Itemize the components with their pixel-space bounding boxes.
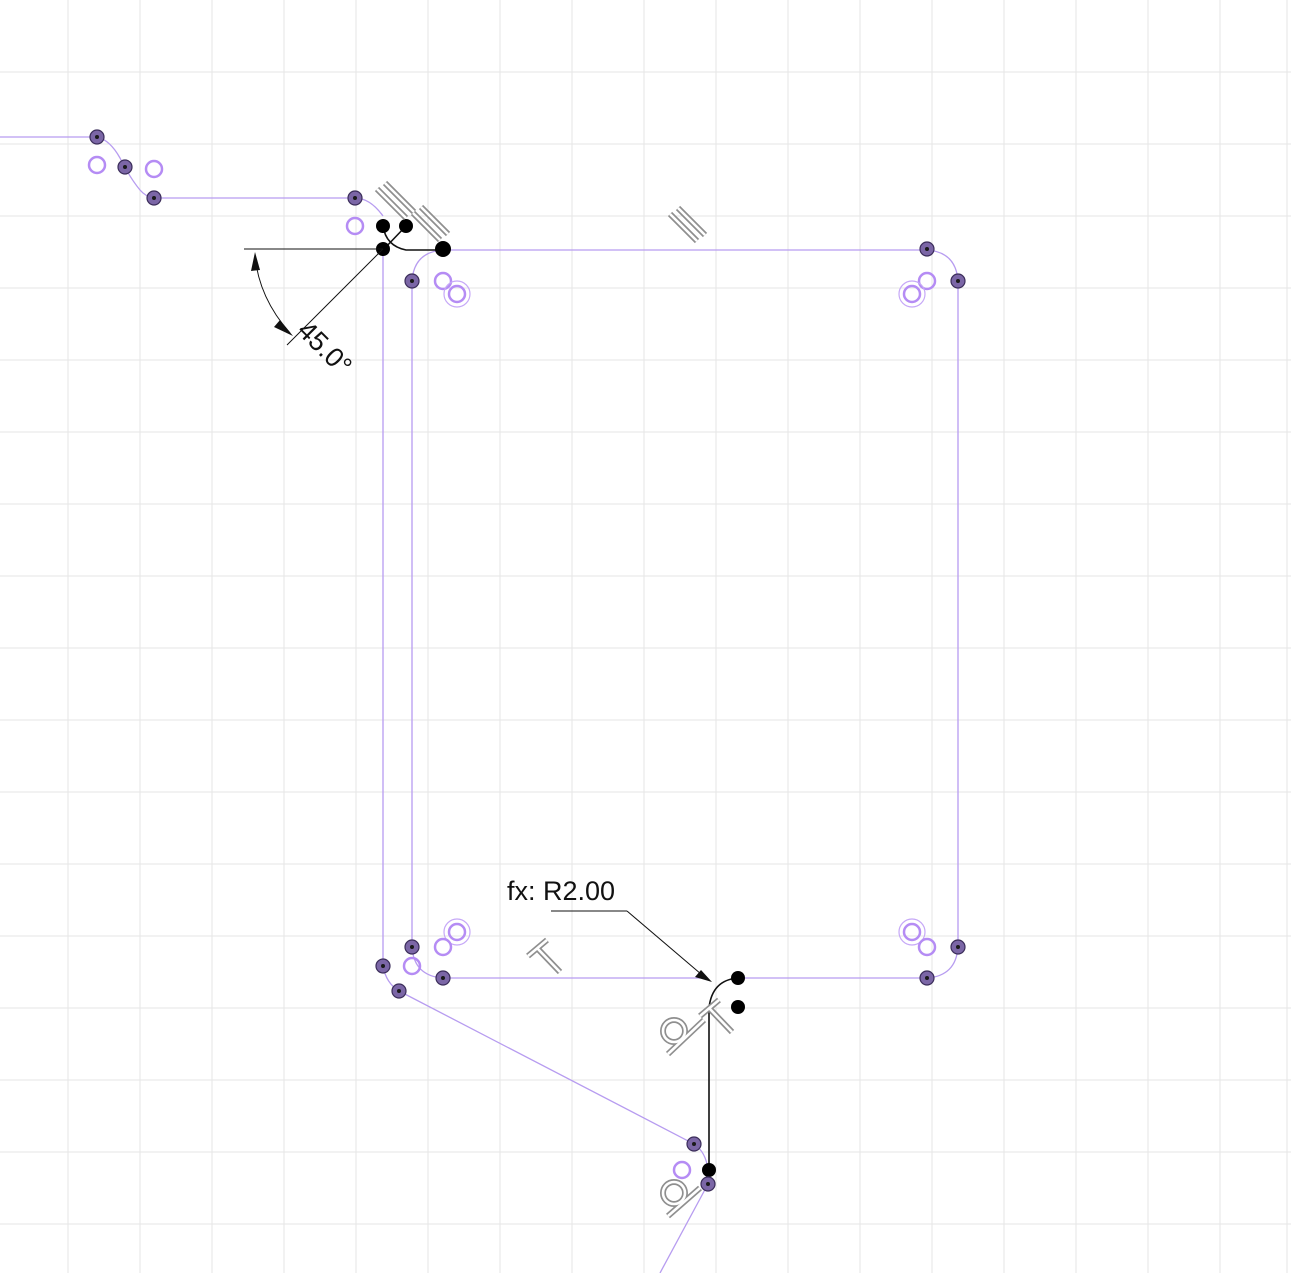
- dimension-arrow: [274, 320, 293, 336]
- dimension-arc: [254, 255, 291, 334]
- selected-point[interactable]: [702, 1163, 716, 1177]
- parallel-icon[interactable]: [410, 204, 451, 243]
- sketch-point[interactable]: [700, 1176, 716, 1192]
- dimension-extension-line: [286, 248, 384, 346]
- parallel-icon[interactable]: [374, 180, 417, 221]
- arc-center-point[interactable]: [902, 922, 922, 942]
- arc-center-point[interactable]: [402, 956, 422, 976]
- arc-center-point[interactable]: [917, 271, 937, 291]
- arc-center-point[interactable]: [902, 284, 922, 304]
- constraint-glyphs[interactable]: [374, 180, 735, 1219]
- sketch-point[interactable]: [146, 190, 162, 206]
- parallel-icon[interactable]: [667, 205, 708, 244]
- perpendicular-icon[interactable]: [698, 997, 735, 1035]
- sketch-point[interactable]: [686, 1136, 702, 1152]
- arc-center-point[interactable]: [672, 1160, 692, 1180]
- selected-point[interactable]: [435, 241, 451, 257]
- arc-center-point[interactable]: [433, 271, 453, 291]
- sketch-point[interactable]: [919, 241, 935, 257]
- sketch-line-top-left[interactable]: [0, 136, 384, 217]
- sketch-points[interactable]: [89, 129, 966, 1192]
- angle-dimension[interactable]: 45.0°: [244, 248, 384, 381]
- dimension-arrow: [251, 252, 260, 271]
- arc-center-point[interactable]: [433, 937, 453, 957]
- radius-dimension[interactable]: fx: R2.00: [507, 876, 712, 982]
- tangent-icon[interactable]: [660, 1179, 702, 1219]
- arc-center-point[interactable]: [87, 155, 107, 175]
- sketch-line-inner-left[interactable]: [411, 249, 444, 979]
- sketch-point[interactable]: [435, 970, 451, 986]
- radius-dimension-label[interactable]: fx: R2.00: [507, 876, 615, 906]
- selected-point[interactable]: [399, 219, 413, 233]
- sketch-point[interactable]: [950, 273, 966, 289]
- sketch-point[interactable]: [117, 159, 133, 175]
- arc-center-ring: [443, 918, 471, 946]
- selected-point[interactable]: [731, 1000, 745, 1014]
- selected-point[interactable]: [376, 219, 390, 233]
- arc-center-points[interactable]: [87, 155, 937, 1180]
- arc-center-ring: [443, 280, 471, 308]
- arc-center-point[interactable]: [447, 922, 467, 942]
- sketch-line-top[interactable]: [443, 249, 959, 979]
- arc-center-point[interactable]: [345, 216, 365, 236]
- sketch-point[interactable]: [919, 970, 935, 986]
- sketch-line-outer-left[interactable]: [382, 250, 400, 992]
- sketch-profile[interactable]: [0, 136, 959, 1273]
- sketch-point[interactable]: [950, 939, 966, 955]
- dimension-arrow: [695, 970, 712, 982]
- sketch-point[interactable]: [347, 190, 363, 206]
- sketch-point[interactable]: [375, 958, 391, 974]
- arc-center-point[interactable]: [447, 284, 467, 304]
- arc-center-ring: [898, 280, 926, 308]
- sketch-point[interactable]: [404, 939, 420, 955]
- tangent-icon[interactable]: [660, 1017, 707, 1057]
- angle-dimension-label[interactable]: 45.0°: [292, 315, 358, 381]
- selected-point[interactable]: [731, 971, 745, 985]
- sketch-line-tail[interactable]: [659, 1183, 709, 1273]
- sketch-point[interactable]: [391, 983, 407, 999]
- sketch-point[interactable]: [404, 273, 420, 289]
- arc-center-point[interactable]: [917, 937, 937, 957]
- arc-center-ring: [898, 918, 926, 946]
- sketch-point[interactable]: [89, 129, 105, 145]
- perpendicular-icon[interactable]: [526, 937, 563, 975]
- selected-geometry[interactable]: [376, 219, 745, 1177]
- dimension-leader-line: [626, 910, 709, 981]
- arc-center-point[interactable]: [144, 159, 164, 179]
